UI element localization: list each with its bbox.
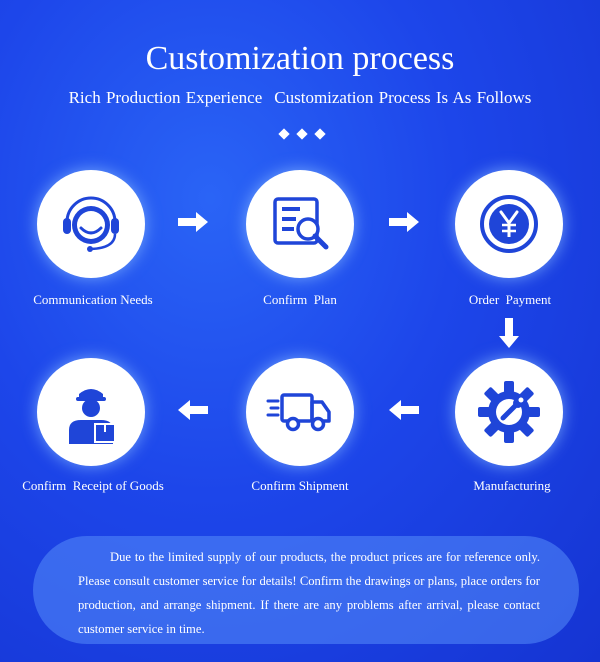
step-circle <box>246 358 354 466</box>
page-subtitle: Rich Production Experience Customization … <box>0 87 600 109</box>
decorative-diamonds <box>277 128 327 142</box>
arrow-left-icon <box>389 400 419 420</box>
document-search-icon <box>273 197 329 250</box>
step-label: Confirm Plan <box>263 292 337 307</box>
step-label: Order Payment <box>468 292 552 307</box>
step-circle <box>455 170 563 278</box>
step-label: Confirm Receipt of Goods <box>22 478 164 493</box>
notice-panel <box>33 536 579 644</box>
step-circle <box>246 170 354 278</box>
diamond-icon <box>314 128 326 140</box>
diamond-icon <box>278 128 290 140</box>
step-circle <box>455 358 563 466</box>
arrow-left-icon <box>178 400 208 420</box>
subtitle-left: Rich Production Experience <box>68 88 263 107</box>
arrow-right-icon <box>389 212 419 232</box>
courier-package-icon <box>69 389 116 444</box>
gear-wrench-icon <box>478 381 540 443</box>
subtitle-right: Customization Process Is As Follows <box>274 88 532 107</box>
step-label: Communication Needs <box>33 292 153 307</box>
step-label: Confirm Shipment <box>251 478 349 493</box>
delivery-truck-icon <box>266 393 331 432</box>
page-title: Customization process <box>145 40 455 77</box>
yen-coin-icon <box>480 195 538 253</box>
step-circle <box>37 358 145 466</box>
notice-text: Due to the limited supply of our product… <box>78 550 540 636</box>
step-circle <box>37 170 145 278</box>
arrow-down-icon <box>499 318 519 348</box>
step-label: Manufacturing <box>473 478 551 493</box>
headset-icon <box>63 196 119 252</box>
arrow-right-icon <box>178 212 208 232</box>
diamond-icon <box>296 128 308 140</box>
